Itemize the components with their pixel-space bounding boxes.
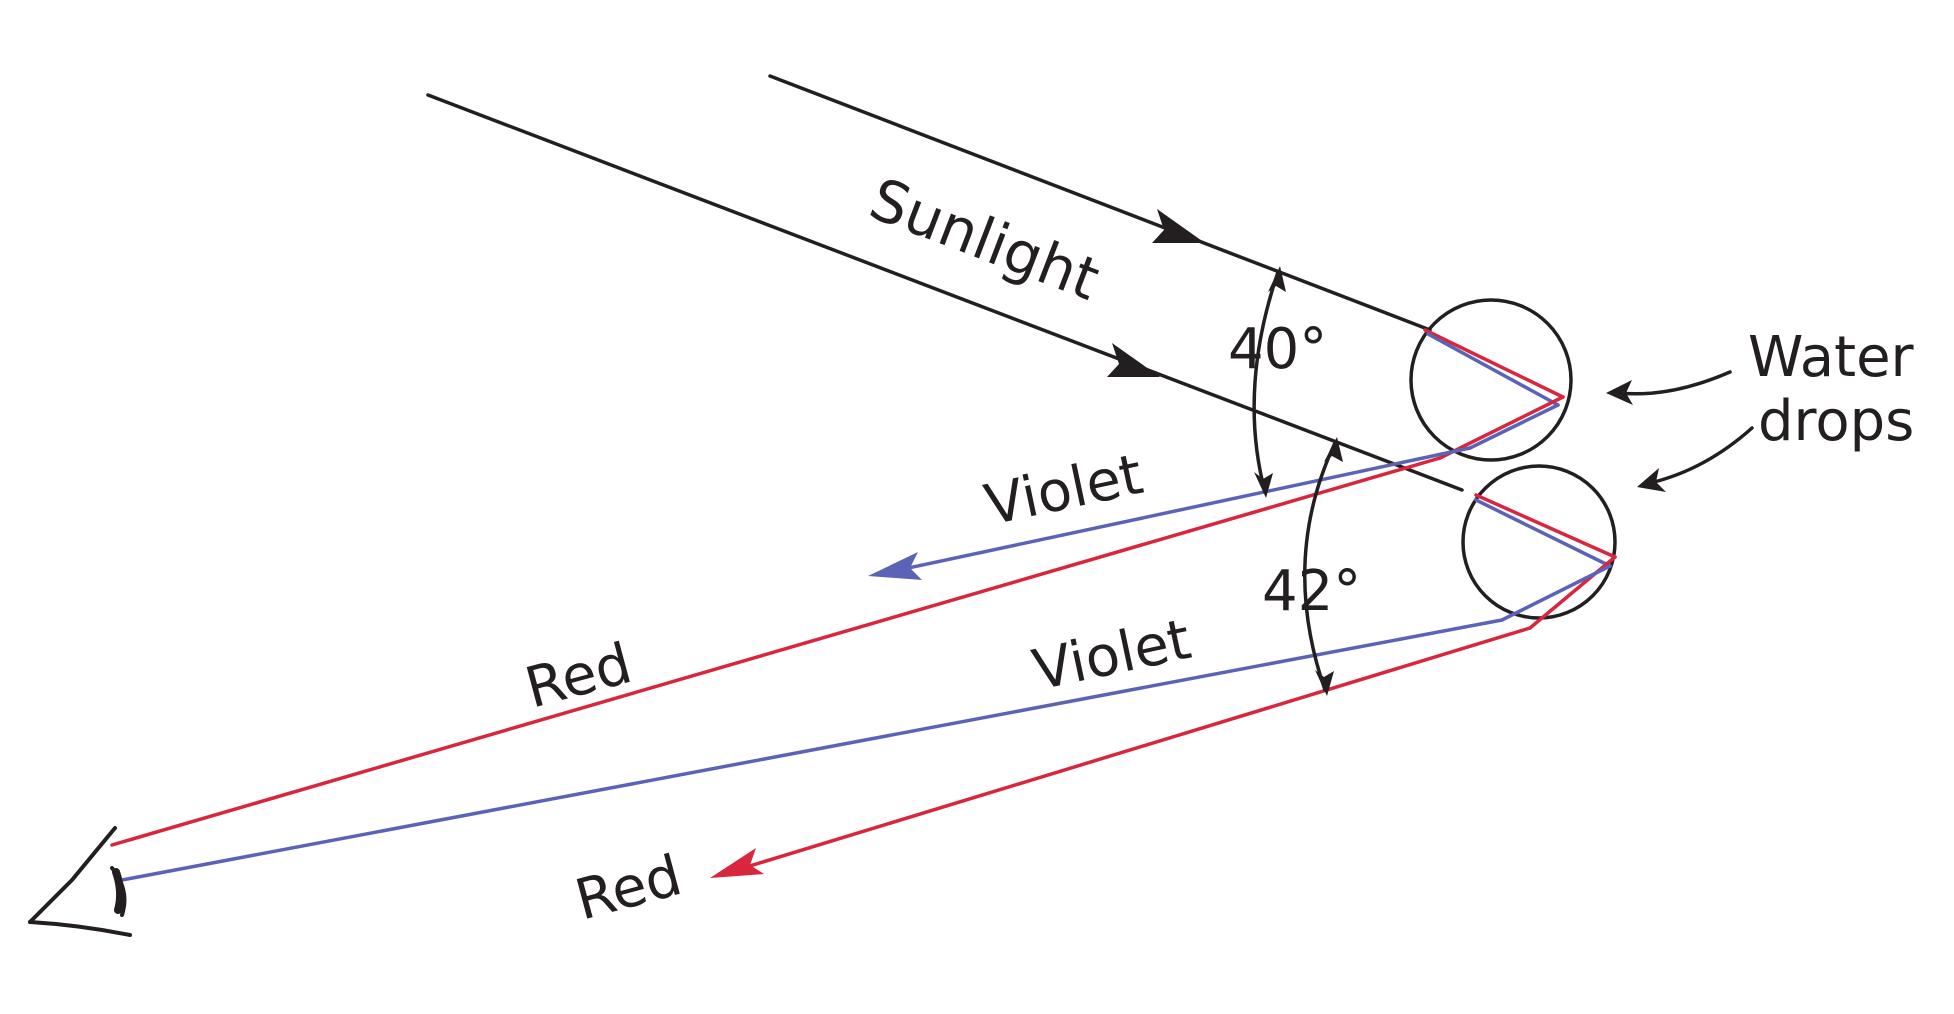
water-pointer-upper (1618, 370, 1732, 396)
water-pointer-upper-head (1606, 380, 1633, 405)
violet-ray-upper-line (883, 446, 1472, 575)
red-label-lower: Red (569, 843, 689, 933)
lower-drop-internal-red (1474, 493, 1617, 559)
upper-drop-exit-violet (1468, 403, 1560, 450)
angle-arc-40 (1252, 270, 1280, 494)
lower-drop-internal-violet (1474, 498, 1612, 568)
drops-label: drops (1758, 389, 1914, 454)
water-pointer-lower-head (1637, 468, 1666, 492)
red-ray-lower-line (728, 626, 1532, 874)
sunlight-arrowhead-lower (1107, 343, 1160, 377)
violet-label-upper: Violet (979, 442, 1148, 539)
angle-arrowhead-40-bottom (1254, 472, 1273, 498)
eye-icon (28, 826, 132, 937)
violet-ray-to-eye (120, 618, 1504, 882)
water-drop-upper (1409, 298, 1573, 462)
violet-label-lower: Violet (1027, 607, 1196, 704)
water-pointer-lower (1648, 426, 1754, 485)
upper-drop-internal-violet (1426, 332, 1560, 407)
upper-drop-internal-red (1423, 328, 1565, 399)
water-label: Water (1748, 325, 1915, 390)
lower-drop-exit-violet (1500, 564, 1612, 622)
angle-40-label: 40° (1228, 317, 1327, 382)
violet-arrowhead-upper (868, 552, 922, 580)
lower-drop-exit-red (1528, 555, 1617, 630)
angle-arc-42 (1303, 441, 1337, 692)
red-arrowhead-lower (710, 848, 764, 878)
red-label-upper: Red (519, 631, 639, 721)
red-ray-to-eye (110, 456, 1442, 847)
angle-42-label: 42° (1262, 559, 1361, 624)
angle-arrowhead-42-top (1324, 437, 1343, 462)
sunlight-label: Sunlight (861, 165, 1108, 314)
upper-drop-exit-red (1438, 395, 1565, 460)
sunlight-ray-lower (426, 93, 1464, 492)
water-drop-lower (1461, 464, 1617, 620)
angle-arrowhead-42-bottom (1315, 670, 1334, 696)
sunlight-arrowhead-upper (1152, 209, 1205, 243)
angle-arrowhead-40-top (1268, 266, 1286, 292)
sunlight-ray-upper (768, 74, 1432, 332)
